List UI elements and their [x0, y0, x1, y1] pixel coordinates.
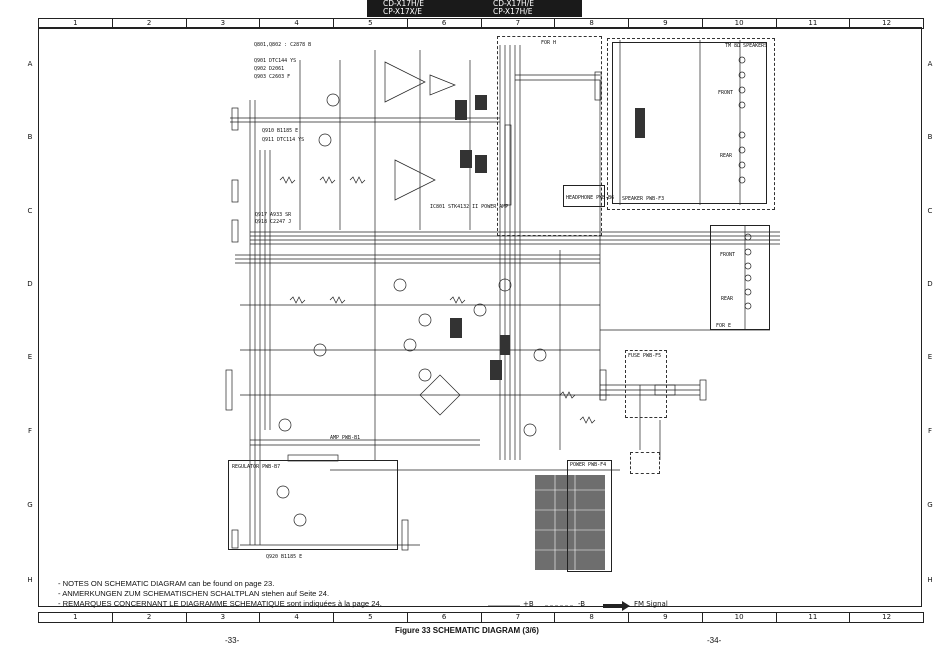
grid-row: D — [927, 280, 933, 288]
note-line: - REMARQUES CONCERNANT LE DIAGRAMME SCHE… — [58, 599, 382, 608]
grid-row: A — [27, 60, 33, 68]
grid-row: H — [27, 576, 33, 584]
schematic-notes: - NOTES ON SCHEMATIC DIAGRAM can be foun… — [58, 579, 382, 609]
grid-col: 11 — [775, 613, 850, 622]
q920-label: Q920 B1185 E — [266, 554, 303, 560]
power-label: POWER PWB-F4 — [570, 462, 607, 468]
grid-columns-bottom: 1 2 3 4 5 6 7 8 9 10 11 12 — [38, 612, 924, 623]
legend-fm-signal: FM Signal — [634, 600, 668, 608]
grid-col: 6 — [406, 613, 481, 622]
grid-col: 11 — [775, 19, 850, 28]
speaker-board-frame — [612, 42, 767, 204]
grid-col: 10 — [701, 19, 776, 28]
fuse-sub-region — [630, 452, 660, 474]
for-e-label: FOR E — [716, 323, 732, 329]
q918-label: Q918 C2247 J — [255, 219, 292, 225]
grid-row: H — [927, 576, 933, 584]
grid-row: E — [927, 353, 933, 361]
headphone-label-box — [563, 185, 605, 207]
grid-col: 2 — [111, 613, 186, 622]
grid-col: 7 — [480, 613, 555, 622]
model-header: CD-X17H/E CP-X17X/E CD-X17H/E CP-X17H/E — [367, 0, 582, 17]
note-line: - ANMERKUNGEN ZUM SCHEMATISCHEN SCHALTPL… — [58, 589, 330, 598]
grid-row: D — [27, 280, 33, 288]
note-line: - NOTES ON SCHEMATIC DIAGRAM can be foun… — [58, 579, 275, 588]
q903-label: Q903 C2603 F — [254, 74, 291, 80]
model-left-1: CD-X17H/E — [383, 0, 424, 8]
grid-col: 6 — [406, 19, 481, 28]
page-number-left: -33- — [225, 636, 240, 645]
headphone-label: HEADPHONE PWB-B6 — [566, 195, 615, 201]
grid-columns-top: 1 2 3 4 5 6 7 8 9 10 11 12 — [38, 18, 924, 29]
front-label-e: FRONT — [720, 252, 736, 258]
grid-row: B — [927, 133, 933, 141]
grid-col: 5 — [333, 613, 407, 622]
grid-col: 7 — [480, 19, 555, 28]
q911-label: Q911 DTC114 YS — [262, 137, 305, 143]
ic801-label: IC801 STK4132 II POWER AMP — [430, 204, 509, 210]
grid-row: G — [27, 501, 33, 509]
figure-caption: Figure 33 SCHEMATIC DIAGRAM (3/6) — [395, 626, 539, 635]
grid-rows-left: A B C D E F G H — [22, 27, 38, 607]
grid-col: 4 — [259, 613, 333, 622]
grid-col: 8 — [554, 19, 628, 28]
grid-col: 9 — [628, 613, 702, 622]
grid-row: C — [27, 207, 33, 215]
grid-row: E — [27, 353, 33, 361]
grid-row: G — [927, 501, 933, 509]
q-list-label: Q801,Q802 : C2878 B — [254, 42, 312, 48]
grid-col: 5 — [333, 19, 407, 28]
grid-col: 2 — [111, 19, 186, 28]
model-left-2: CP-X17X/E — [383, 7, 423, 16]
grid-col: 10 — [701, 613, 776, 622]
model-right-1: CD-X17H/E — [493, 0, 534, 8]
grid-col: 1 — [73, 613, 78, 621]
grid-col: 3 — [185, 19, 260, 28]
schematic-frame — [38, 27, 922, 607]
speaker-label: SPEAKER PWB-F3 — [622, 196, 665, 202]
power-board-frame — [567, 460, 612, 572]
q901-label: Q901 DTC144 YS — [254, 58, 297, 64]
grid-col: 4 — [259, 19, 333, 28]
grid-col: 12 — [849, 19, 923, 28]
headphone-board-region — [497, 36, 602, 236]
q902-label: Q902 D2061 — [254, 66, 285, 72]
q917-label: Q917 A933 SR — [255, 212, 292, 218]
grid-col: 12 — [849, 613, 923, 622]
grid-row: F — [27, 427, 33, 435]
grid-rows-right: A B C D E F G H — [922, 27, 938, 607]
grid-col: 1 — [73, 19, 78, 27]
grid-row: A — [927, 60, 933, 68]
front-label-h: FRONT — [718, 90, 734, 96]
rear-label-h: REAR — [720, 153, 733, 159]
front-rear-terminals-e — [710, 225, 770, 330]
fuse-label: FUSE PWB-F5 — [628, 353, 662, 359]
fuse-board-region — [625, 350, 667, 418]
regulator-board-frame — [228, 460, 398, 550]
grid-col: 3 — [185, 613, 260, 622]
grid-col: 9 — [628, 19, 702, 28]
grid-row: F — [927, 427, 933, 435]
for-h-label: FOR H — [541, 40, 557, 46]
note-fr: REMARQUES CONCERNANT LE DIAGRAMME SCHEMA… — [62, 599, 382, 608]
grid-row: C — [927, 207, 933, 215]
tm-speaker-label: TM 8Ω SPEAKERS — [725, 43, 768, 49]
grid-col: 8 — [554, 613, 628, 622]
legend-plus-b: +B — [523, 600, 534, 608]
legend-minus-b: -B — [578, 600, 586, 608]
note-en: NOTES ON SCHEMATIC DIAGRAM can be found … — [62, 579, 275, 588]
regulator-label: REGULATOR PWB-B7 — [232, 464, 281, 470]
note-de: ANMERKUNGEN ZUM SCHEMATISCHEN SCHALTPLAN… — [62, 589, 330, 598]
speaker-board-region — [607, 38, 775, 210]
q910-label: Q910 B1185 E — [262, 128, 299, 134]
page-number-right: -34- — [707, 636, 722, 645]
grid-row: B — [27, 133, 33, 141]
model-right-2: CP-X17H/E — [493, 7, 533, 16]
amp-label: AMP PWB-B1 — [330, 435, 361, 441]
rear-label-e: REAR — [721, 296, 734, 302]
